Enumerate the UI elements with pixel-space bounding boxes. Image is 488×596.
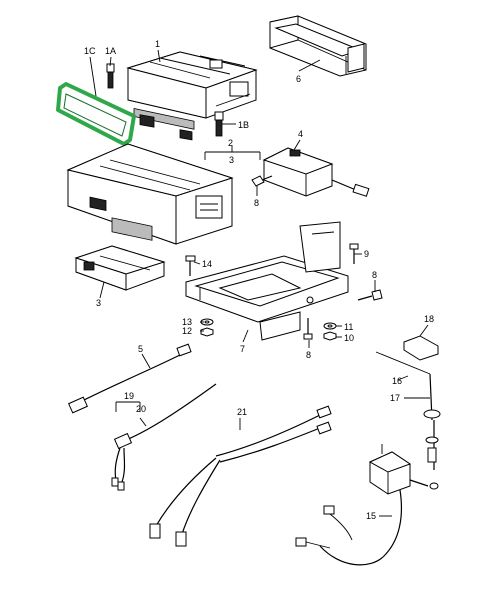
callout-13: 13: [182, 317, 192, 327]
callout-14: 14: [202, 259, 212, 269]
screw-8c[interactable]: [303, 318, 313, 340]
mounting-bracket-part[interactable]: [185, 221, 349, 341]
callout-9: 9: [364, 249, 369, 259]
amplifier-part[interactable]: [262, 147, 370, 197]
antenna-splitter-19-part[interactable]: [111, 383, 217, 491]
callout-1a: 1A: [105, 46, 116, 56]
callout-7: 7: [240, 344, 245, 354]
callout-3-bottom: 3: [96, 298, 101, 308]
callout-8-top: 8: [254, 198, 259, 208]
callout-20: 20: [136, 404, 146, 414]
cd-changer-part[interactable]: [66, 143, 234, 245]
radio-front-frame-1c-part[interactable]: [56, 82, 136, 146]
washer-11[interactable]: [323, 322, 337, 330]
radio-unit-part[interactable]: [126, 51, 258, 141]
callout-2: 2: [228, 138, 233, 148]
storage-tray-part[interactable]: [269, 15, 367, 77]
y-cable-21-part[interactable]: [149, 405, 332, 547]
callout-16: 16: [392, 376, 402, 386]
leader-lines: [89, 49, 430, 517]
callout-11: 11: [344, 322, 353, 332]
callout-4: 4: [298, 129, 303, 139]
screw-8a[interactable]: [251, 175, 273, 187]
callout-1: 1: [155, 39, 160, 49]
release-key-1a-part[interactable]: [106, 63, 115, 89]
callout-17: 17: [390, 393, 400, 403]
callout-6: 6: [296, 74, 301, 84]
antenna-cable-5-part[interactable]: [67, 343, 192, 414]
washer-13[interactable]: [200, 318, 214, 326]
callout-18: 18: [424, 314, 434, 324]
screw-14[interactable]: [185, 255, 196, 276]
callout-5: 5: [138, 344, 143, 354]
callout-21: 21: [237, 407, 247, 417]
screw-8b[interactable]: [357, 289, 383, 301]
release-key-1b-part[interactable]: [214, 111, 224, 137]
callout-8-right: 8: [372, 270, 377, 280]
callout-15: 15: [366, 511, 376, 521]
callout-3-top: 3: [229, 155, 234, 165]
cd-magazine-part[interactable]: [74, 245, 166, 291]
callout-12: 12: [182, 326, 192, 336]
nut-10[interactable]: [323, 331, 337, 341]
screw-9[interactable]: [349, 243, 359, 264]
callout-10: 10: [344, 333, 354, 343]
antenna-motor-15-part[interactable]: [295, 444, 429, 566]
callout-19: 19: [124, 391, 134, 401]
nut-12[interactable]: [200, 327, 214, 337]
callout-labels: 1 1A 1C 1B 6 2 3 4 8 9 8 14 3 13 12 7 8 …: [84, 39, 434, 521]
callout-1c: 1C: [84, 46, 96, 56]
power-antenna-part[interactable]: [375, 335, 441, 490]
callout-8-bottom: 8: [306, 350, 311, 360]
callout-1b: 1B: [238, 120, 249, 130]
